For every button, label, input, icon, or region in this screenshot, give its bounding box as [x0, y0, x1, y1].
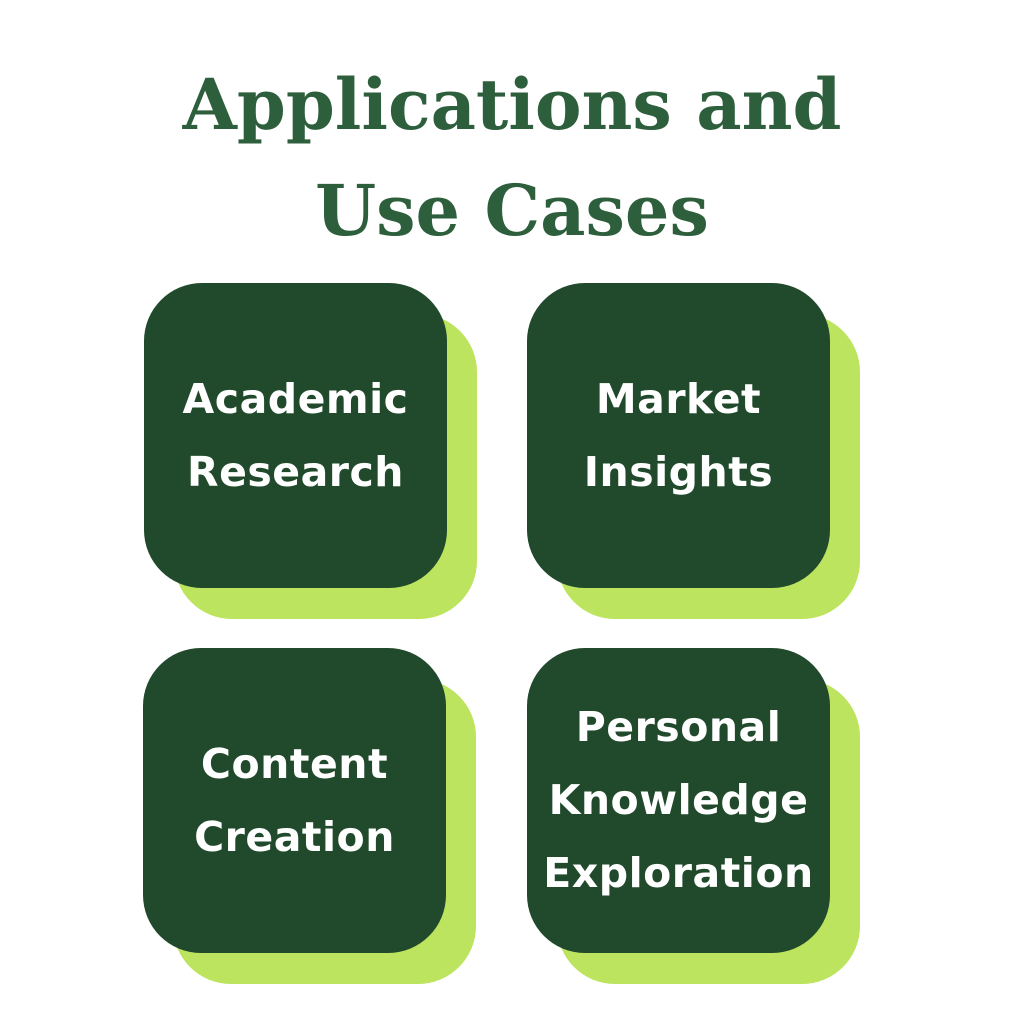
page-title-line-1: Applications and: [182, 63, 842, 146]
card-label-line: Market: [595, 374, 762, 423]
card-personal-knowledge-exploration-body: Personal Knowledge Exploration: [527, 648, 830, 953]
page-title-line-2: Use Cases: [315, 169, 709, 252]
card-content-creation: Content Creation: [143, 648, 483, 993]
card-label-line: Insights: [583, 447, 774, 496]
card-personal-knowledge-exploration: Personal Knowledge Exploration: [527, 648, 867, 993]
card-academic-research: Academic Research: [144, 283, 484, 628]
card-label-line: Knowledge: [548, 776, 809, 824]
card-label-line: Content: [200, 739, 389, 788]
card-label-line: Exploration: [543, 849, 814, 897]
card-label-line: Research: [187, 447, 404, 496]
card-label-line: Creation: [194, 812, 395, 861]
page-title: Applications and Use Cases: [0, 52, 1024, 264]
card-academic-research-body: Academic Research: [144, 283, 447, 588]
card-market-insights-body: Market Insights: [527, 283, 830, 588]
card-label-line: Personal: [575, 703, 782, 751]
card-content-creation-body: Content Creation: [143, 648, 446, 953]
card-label-line: Academic: [182, 374, 409, 423]
card-market-insights: Market Insights: [527, 283, 867, 628]
